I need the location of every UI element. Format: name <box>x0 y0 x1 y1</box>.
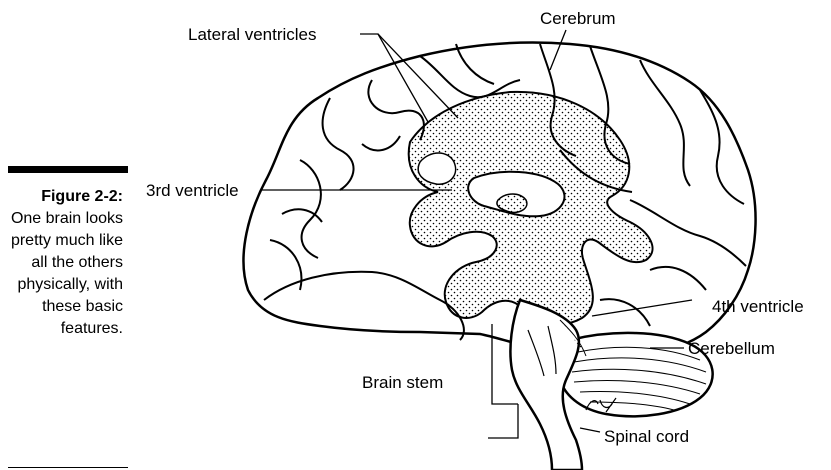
spinal-cord-leader <box>580 428 600 432</box>
label-third-ventricle: 3rd ventricle <box>146 181 239 200</box>
label-cerebellum: Cerebellum <box>688 339 775 358</box>
label-cerebrum: Cerebrum <box>540 9 616 28</box>
label-fourth-ventricle: 4th ventricle <box>712 297 804 316</box>
interthalamic-mass <box>497 194 527 212</box>
caudate-outline <box>418 153 455 184</box>
brain-stem-bracket <box>488 404 518 438</box>
label-lateral-ventricles: Lateral ventricles <box>188 25 317 44</box>
label-spinal-cord: Spinal cord <box>604 427 689 446</box>
label-brain-stem: Brain stem <box>362 373 443 392</box>
